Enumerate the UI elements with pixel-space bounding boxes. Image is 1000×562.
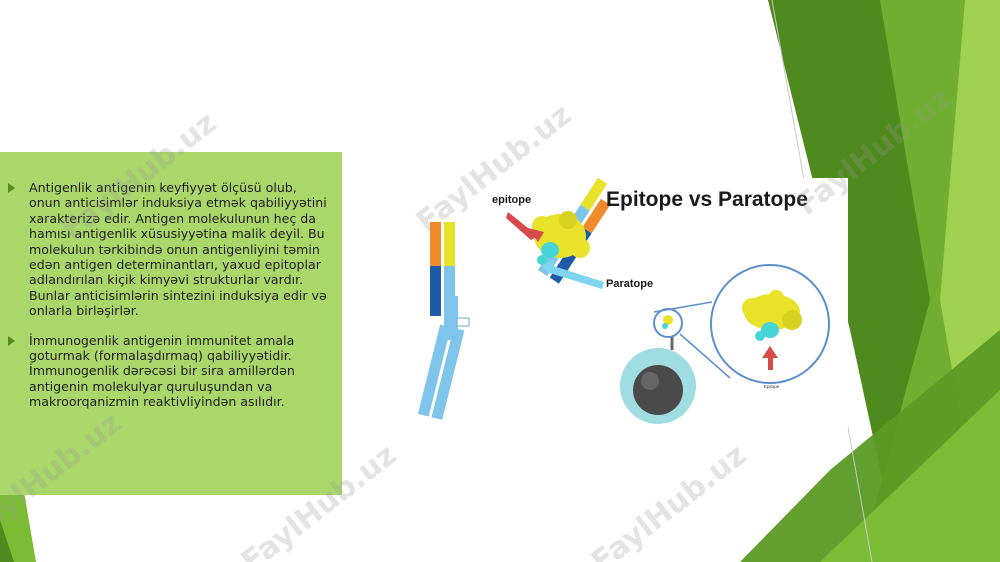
bullet-text: İmmunogenlik antigenin immunitet amala g… — [29, 332, 295, 410]
bullet-text: Antigenlik antigenin keyfiyyət ölçüsü ol… — [29, 180, 327, 319]
bullet-item: İmmunogenlik antigenin immunitet amala g… — [8, 333, 332, 410]
heavy-chain-yellow — [444, 222, 455, 268]
epitope-small-label: Epitope — [764, 384, 780, 389]
heavy-chain-blue — [444, 266, 455, 321]
bullet-arrow-icon — [8, 183, 15, 193]
epitope-label: epitope — [492, 194, 532, 206]
figure-title: Epitope vs Paratope — [606, 188, 808, 211]
epitope-paratope-figure: Epitope vs Paratope epitope Paratope Epi… — [410, 178, 848, 428]
antibody-illustration — [417, 178, 830, 424]
bullet-arrow-icon — [8, 335, 15, 346]
light-chain-blue — [430, 266, 441, 316]
paratope-label: Paratope — [606, 278, 654, 290]
light-chain-orange — [430, 222, 441, 267]
bullet-item: Antigenlik antigenin keyfiyyət ölçüsü ol… — [8, 180, 332, 319]
text-panel: Antigenlik antigenin keyfiyyət ölçüsü ol… — [0, 152, 342, 495]
